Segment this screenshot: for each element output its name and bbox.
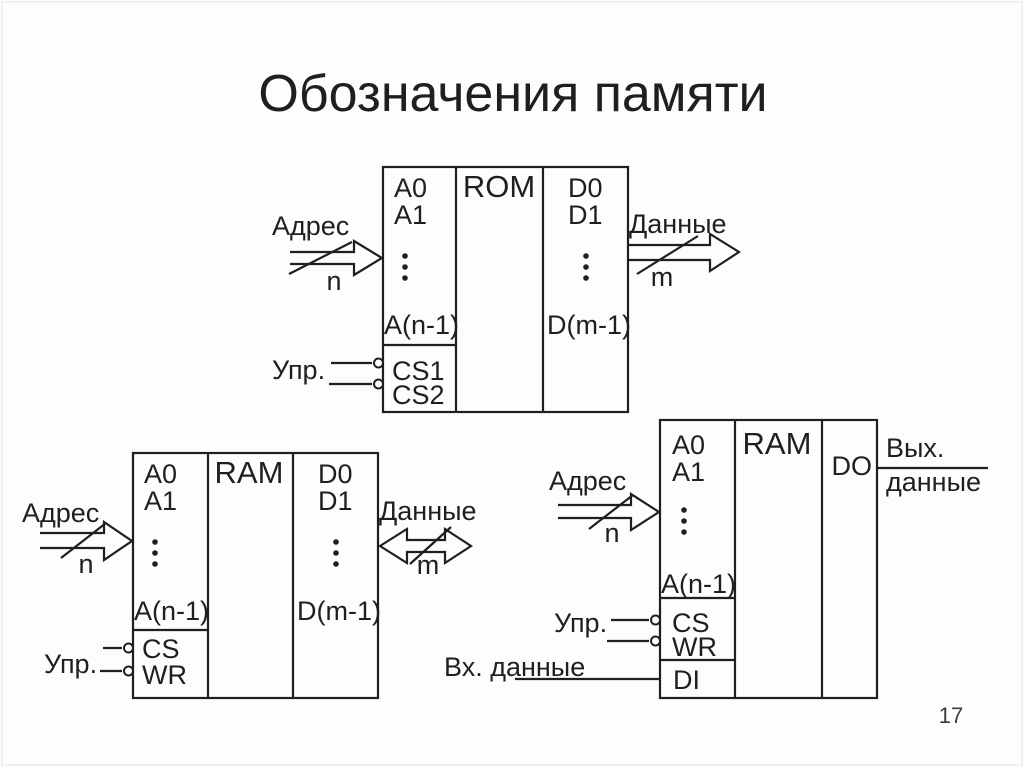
ram-bus-address-ellipsis-dot <box>152 539 158 545</box>
ram-bus-data-label: Данные <box>379 496 477 526</box>
ram-io-inversion-bubble-cs <box>650 614 661 626</box>
ram-bus-diagram: A0 A1 A(n-1) RAM D0 D1 D(m-1) CS WR Адре… <box>22 451 477 700</box>
rom-data-ellipsis-dot <box>583 253 589 259</box>
ram-bus-address-ellipsis-dot <box>152 561 158 567</box>
ram-io-chip-outline <box>658 418 879 700</box>
rom-pin-a0: A0 <box>394 173 427 203</box>
rom-pin-a-last: A(n-1) <box>384 310 459 340</box>
rom-data-bus-arrow-icon <box>629 232 742 274</box>
ram-io-output-label-bottom: данные <box>886 467 981 497</box>
ram-io-address-label: Адрес <box>549 466 626 496</box>
ram-io-diagram: A0 A1 A(n-1) RAM DO Вых. данные Адрес n … <box>444 418 988 700</box>
ram-bus-pin-a-last: A(n-1) <box>134 596 209 626</box>
ram-bus-address-bus-width: n <box>78 549 93 579</box>
ram-io-address-bus-arrow-icon <box>558 491 662 533</box>
rom-pin-cs2: CS2 <box>392 380 445 410</box>
ram-io-pin-do: DO <box>832 451 873 481</box>
ram-io-address-bus-width-slash <box>588 494 634 530</box>
ram-bus-bidirectional-arrow-icon <box>377 526 474 566</box>
rom-address-ellipsis-dot <box>402 264 408 270</box>
rom-chip-outline <box>381 165 630 414</box>
ram-bus-control-label: Упр. <box>44 649 97 679</box>
rom-data-ellipsis-dot <box>583 264 589 270</box>
ram-bus-data-bus-width-slash <box>409 526 452 565</box>
rom-data-bus-width-slash <box>636 235 699 275</box>
ram-bus-data-ellipsis-dot <box>333 539 339 545</box>
ram-bus-address-bus-arrow-icon <box>40 519 134 563</box>
rom-inversion-bubble-cs1 <box>373 357 384 369</box>
ram-bus-chip-label: RAM <box>215 455 284 490</box>
rom-control-label: Упр. <box>272 355 325 385</box>
ram-io-inversion-bubble-wr <box>650 635 661 647</box>
ram-bus-pin-d1: D1 <box>318 486 353 516</box>
rom-data-bus-width: m <box>651 262 674 292</box>
ram-io-output-label-top: Вых. <box>886 433 944 463</box>
ram-bus-inversion-bubble-cs <box>123 642 134 654</box>
ram-bus-pin-wr: WR <box>142 660 187 690</box>
rom-address-bus-arrow-icon <box>290 239 385 277</box>
rom-inversion-bubble-cs2 <box>373 378 384 390</box>
ram-bus-pin-cs: CS <box>142 634 180 664</box>
ram-io-address-ellipsis-dot <box>681 529 687 535</box>
rom-address-label: Адрес <box>272 211 349 241</box>
ram-bus-address-bus-width-slash <box>60 522 107 559</box>
ram-bus-inversion-bubble-wr <box>123 665 134 677</box>
rom-pin-cs1: CS1 <box>392 356 445 386</box>
ram-io-pin-wr: WR <box>672 632 717 662</box>
rom-address-ellipsis-dot <box>402 275 408 281</box>
page-number: 17 <box>939 703 963 728</box>
ram-bus-data-bus-width: m <box>417 550 440 580</box>
rom-address-ellipsis-dot <box>402 253 408 259</box>
ram-io-input-label: Вх. данные <box>444 652 585 682</box>
ram-bus-data-ellipsis-dot <box>333 550 339 556</box>
rom-diagram: A0 A1 A(n-1) ROM D0 D1 D(m-1) CS1 CS2 Ад… <box>272 165 742 414</box>
page-title: Обозначения памяти <box>258 65 767 123</box>
rom-address-bus-width-slash <box>288 241 353 275</box>
ram-io-pin-a-last: A(n-1) <box>661 569 736 599</box>
ram-io-address-bus-width: n <box>604 518 619 548</box>
ram-bus-address-ellipsis-dot <box>152 550 158 556</box>
ram-io-address-ellipsis-dot <box>681 507 687 513</box>
ram-bus-address-label: Адрес <box>22 498 99 528</box>
ram-bus-data-ellipsis-dot <box>333 561 339 567</box>
ram-bus-chip-outline <box>131 451 380 700</box>
ram-io-pin-di: DI <box>673 665 700 695</box>
ram-io-pin-a0: A0 <box>672 430 705 460</box>
ram-io-chip-label: RAM <box>743 426 812 461</box>
ram-bus-pin-a0: A0 <box>144 459 177 489</box>
ram-io-pin-cs: CS <box>672 608 710 638</box>
ram-io-pin-a1: A1 <box>672 457 705 487</box>
rom-pin-a1: A1 <box>394 200 427 230</box>
ram-io-control-label: Упр. <box>554 608 607 638</box>
ram-bus-pin-a1: A1 <box>144 486 177 516</box>
ram-io-address-ellipsis-dot <box>681 518 687 524</box>
rom-data-ellipsis-dot <box>583 275 589 281</box>
rom-address-bus-width: n <box>326 266 341 296</box>
ram-bus-pin-d0: D0 <box>318 459 353 489</box>
rom-chip-label: ROM <box>463 169 535 204</box>
ram-bus-pin-d-last: D(m-1) <box>297 596 381 626</box>
rom-pin-d0: D0 <box>568 173 603 203</box>
rom-pin-d-last: D(m-1) <box>547 310 631 340</box>
rom-pin-d1: D1 <box>568 200 603 230</box>
